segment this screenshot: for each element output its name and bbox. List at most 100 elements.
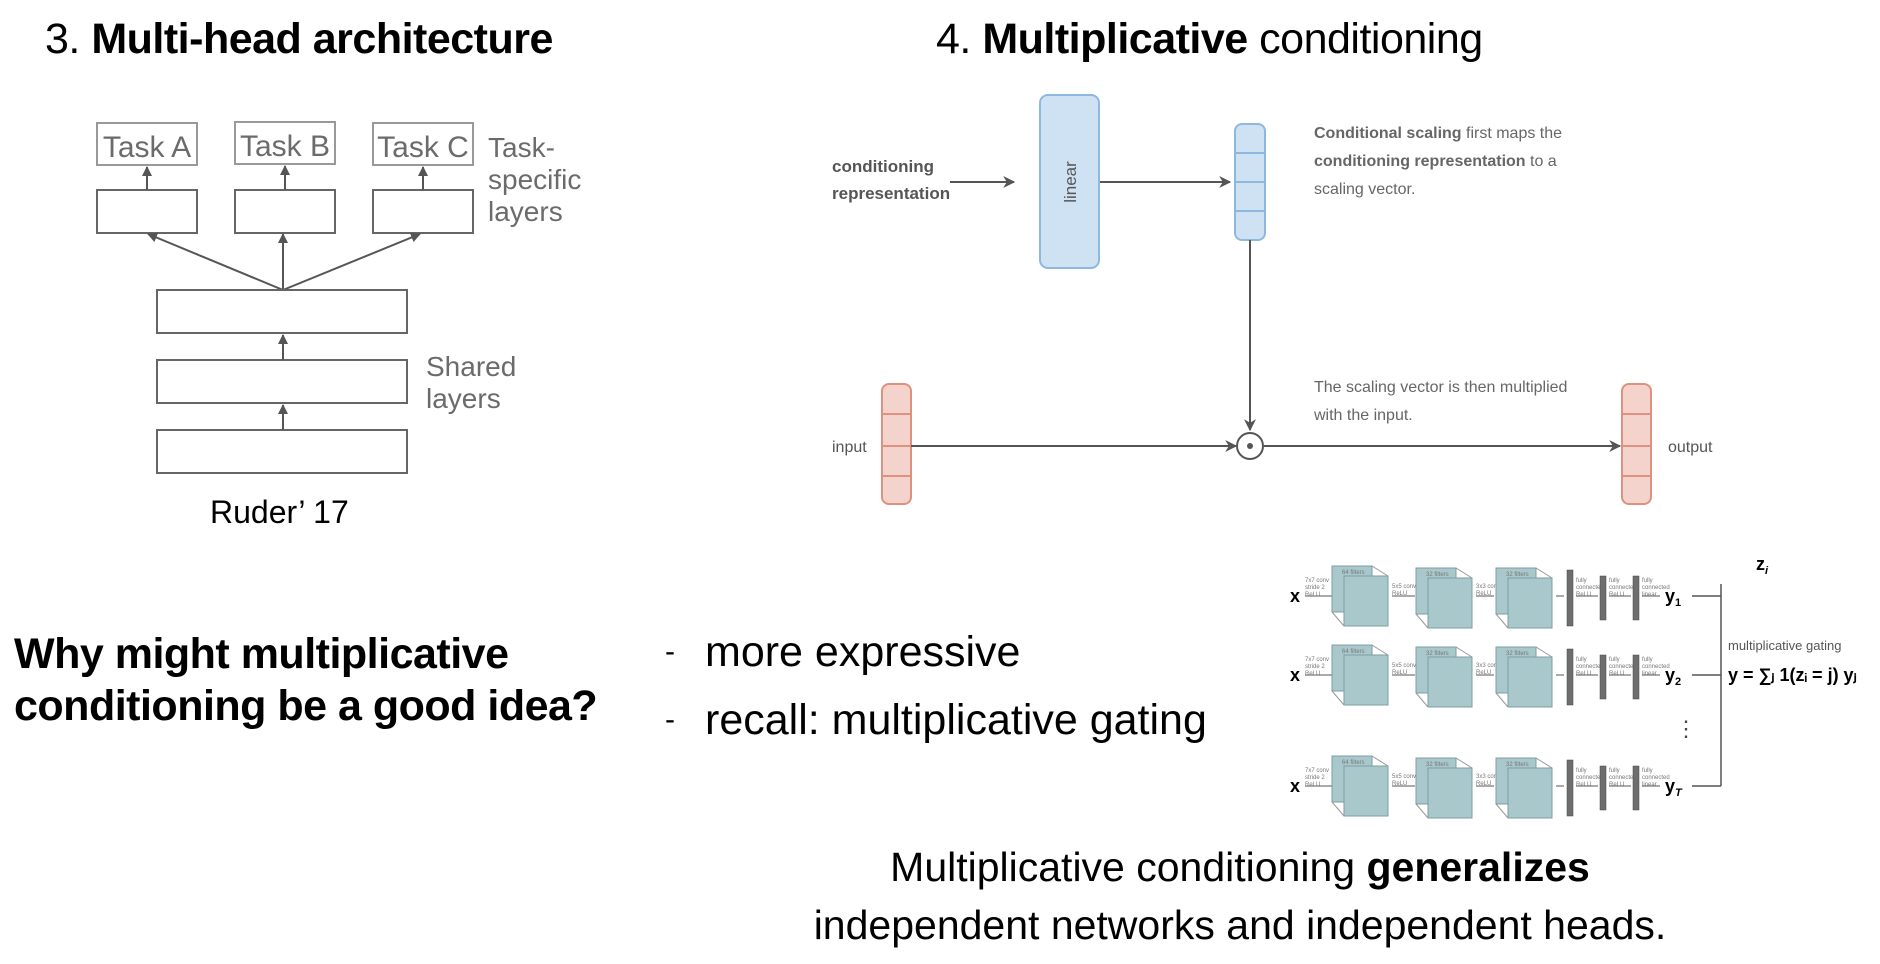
fc1-label: ReLU [1576, 592, 1591, 598]
fc3-label: connected [1642, 775, 1670, 781]
task-specific-label-1: Task- [488, 132, 555, 163]
output-y-label: yT [1665, 776, 1683, 799]
output-y-label: y1 [1665, 586, 1681, 609]
conv-block-2-edge [1455, 567, 1473, 579]
note1-line3: scaling vector. [1314, 181, 1415, 198]
fc-layer-2 [1599, 575, 1607, 621]
conv-block-3-edge [1495, 613, 1509, 629]
task-c-box [372, 122, 474, 166]
conv1-label: stride 2 [1305, 664, 1325, 670]
conv-block-1-edge [1371, 565, 1389, 577]
section4-heading: 4. Multiplicative conditioning [936, 14, 1483, 64]
note1-line2: conditioning representation to a [1314, 153, 1557, 170]
conv1-label: ReLU [1305, 782, 1320, 788]
conv3-label: 3x3 conv [1476, 584, 1500, 590]
summary-line-1: Multiplicative conditioning generalizes [890, 844, 1590, 890]
task-b-box [234, 121, 336, 165]
section3-title: Multi-head architecture [91, 15, 553, 63]
section3-heading: 3. Multi-head architecture [45, 14, 553, 64]
conv-block-3-edge [1495, 803, 1509, 819]
fc3-label: linear [1642, 782, 1657, 788]
conv-block-3 [1507, 656, 1553, 708]
note2-line2: with the input. [1313, 407, 1413, 424]
fc3-label: fully [1642, 768, 1653, 774]
task-b-label: Task B [240, 130, 330, 163]
shared-label-1: Shared [426, 351, 516, 382]
gating-formula: y = ∑ⱼ 1(zᵢ = j) yⱼ [1728, 665, 1857, 685]
fc3-label: fully [1642, 657, 1653, 663]
conv-block-2-label: 32 filters [1426, 572, 1449, 578]
fc2-label: connected [1609, 775, 1637, 781]
summary-line-2: independent networks and independent hea… [813, 902, 1667, 948]
conv2-label: ReLU [1392, 591, 1407, 597]
task-c-label: Task C [377, 131, 469, 164]
conditioning-label-2: representation [832, 184, 950, 203]
summary-bold: generalizes [1366, 844, 1590, 890]
section4-title-bold: Multiplicative [982, 15, 1248, 63]
task-a-layer [96, 189, 198, 234]
task-a-box [96, 122, 198, 166]
output-vector [1621, 383, 1652, 505]
conv3-label: 3x3 conv [1476, 663, 1500, 669]
linear-label: linear [1061, 161, 1080, 203]
bullet-item: - more expressive [665, 618, 1207, 686]
conv-block-1-label: 64 filters [1342, 760, 1365, 766]
fc1-label: connected [1576, 775, 1604, 781]
fc2-label: ReLU [1609, 782, 1624, 788]
fc-layer-2 [1599, 654, 1607, 700]
fc-layer-1 [1566, 569, 1574, 627]
multi-head-diagram: Task A Task B Task C Task- specific laye… [96, 121, 581, 474]
fc2-label: connected [1609, 664, 1637, 670]
question: Why might multiplicative conditioning be… [14, 628, 598, 732]
output-label: output [1668, 439, 1713, 456]
bullet-list: - more expressive - recall: multiplicati… [665, 618, 1207, 754]
conv-block-3 [1507, 767, 1553, 819]
conv-block-2-label: 32 filters [1426, 762, 1449, 768]
conv1-label: stride 2 [1305, 775, 1325, 781]
gating-label: multiplicative gating [1728, 638, 1841, 653]
task-specific-label-3: layers [488, 196, 563, 227]
fc-layer-3 [1632, 765, 1640, 811]
question-line-1: Why might multiplicative [14, 630, 509, 678]
conv2-label: ReLU [1392, 781, 1407, 787]
conditional-scaling-diagram: conditioning representation linear Condi… [832, 94, 1713, 505]
arrow-shared-to-c [282, 232, 421, 291]
fc3-label: linear [1642, 671, 1657, 677]
task-b-layer [234, 189, 336, 234]
fc1-label: fully [1576, 768, 1587, 774]
task-c-layer [372, 189, 474, 234]
conv1-label: stride 2 [1305, 585, 1325, 591]
bullet-dash: - [665, 703, 675, 736]
fc3-label: connected [1642, 585, 1670, 591]
fc3-label: fully [1642, 578, 1653, 584]
conv-block-2-edge [1455, 757, 1473, 769]
bullet-text: more expressive [705, 628, 1021, 676]
conv3-label: ReLU [1476, 670, 1491, 676]
fc1-label: connected [1576, 585, 1604, 591]
gating-figure: zi ⋮ multiplicative gating y = ∑ⱼ 1(zᵢ =… [1290, 554, 1857, 819]
conv-block-1-edge [1371, 755, 1389, 767]
conv-block-3-label: 32 filters [1506, 572, 1529, 578]
conv-block-1-label: 64 filters [1342, 570, 1365, 576]
summary: Multiplicative conditioning generalizes … [740, 838, 1740, 954]
conv-block-1 [1343, 765, 1389, 817]
conv-block-3 [1507, 577, 1553, 629]
section3-number: 3. [45, 15, 80, 63]
shared-layer-1 [156, 429, 408, 474]
circled-dot-icon [1236, 432, 1264, 460]
conv-block-3-edge [1535, 757, 1553, 769]
input-x-label: x [1290, 776, 1300, 796]
input-x-label: x [1290, 586, 1300, 606]
conv1-label: ReLU [1305, 671, 1320, 677]
task-a-label: Task A [103, 131, 191, 164]
conv1-label: 7x7 conv [1305, 768, 1329, 774]
shared-layer-2 [156, 359, 408, 404]
bullet-text: recall: multiplicative gating [705, 696, 1207, 744]
citation: Ruder’ 17 [210, 494, 349, 530]
linear-block [1039, 94, 1100, 269]
conv2-label: 5x5 conv [1392, 774, 1416, 780]
fc2-label: connected [1609, 585, 1637, 591]
conditioning-label-1: conditioning [832, 157, 934, 176]
conv-block-1-edge [1331, 611, 1345, 627]
conv1-label: 7x7 conv [1305, 657, 1329, 663]
